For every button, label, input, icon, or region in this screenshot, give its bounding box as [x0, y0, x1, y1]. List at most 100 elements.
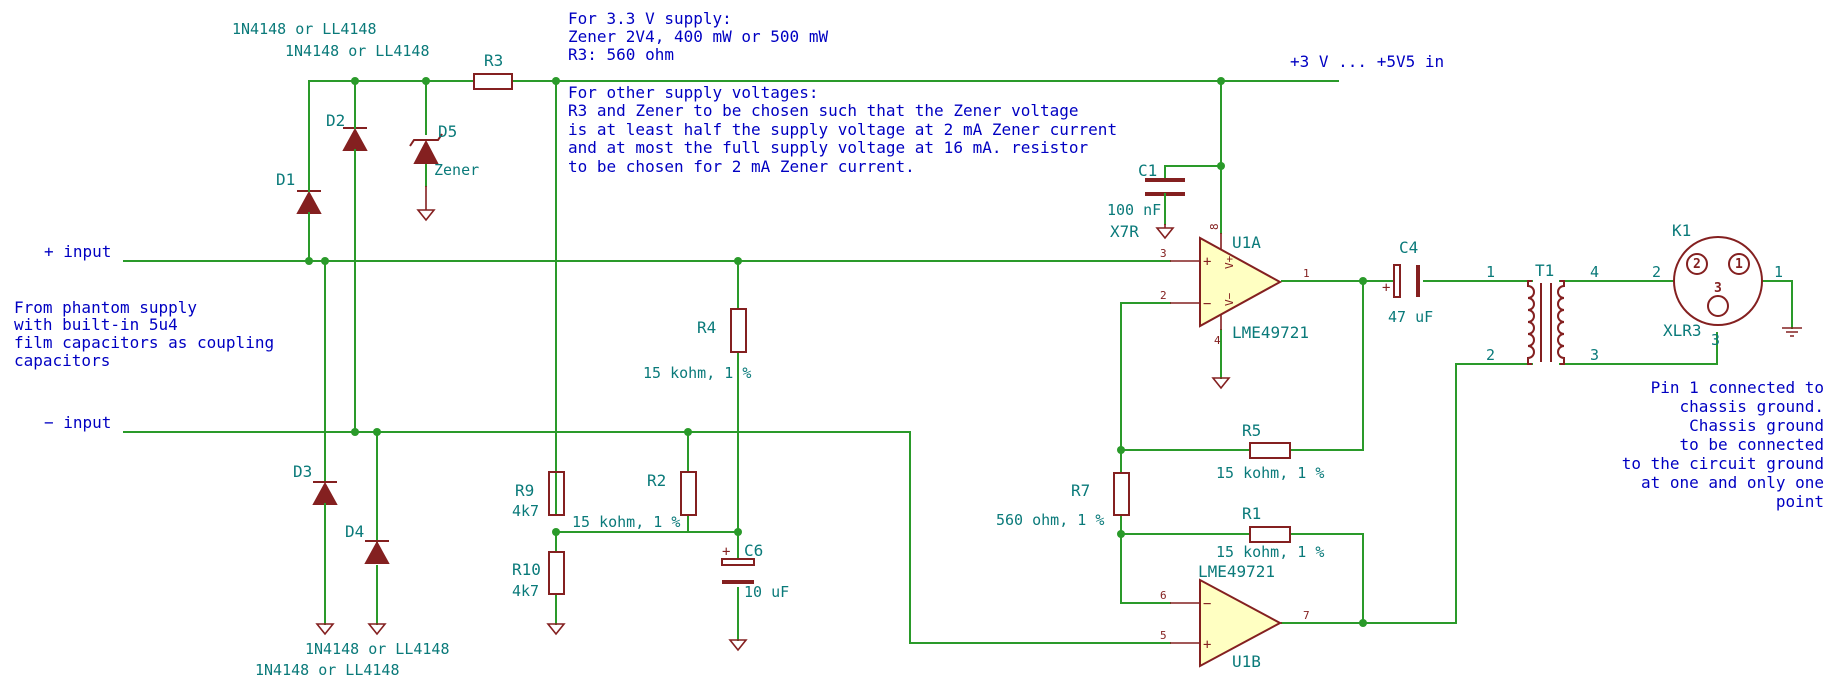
u1a-pin-8: 8 — [1208, 223, 1221, 230]
resistor-r3[interactable]: R3 — [473, 51, 513, 90]
note-line: at one and only one — [1641, 473, 1824, 492]
diode-d4[interactable]: D4 1N4148 or LL4148 — [255, 522, 400, 679]
c4-plus: + — [1382, 280, 1390, 296]
u1b-ref: U1B — [1232, 652, 1261, 671]
note-line: Zener 2V4, 400 mW or 500 mW — [568, 27, 828, 46]
k1-pin-1: 1 — [1774, 263, 1783, 281]
r5-ref: R5 — [1242, 421, 1261, 440]
ground-icon — [367, 623, 387, 636]
ground-icon — [1155, 224, 1175, 240]
u1a-pin-3: 3 — [1160, 247, 1167, 260]
r10-value: 4k7 — [512, 582, 539, 600]
d4-value: 1N4148 or LL4148 — [255, 661, 400, 679]
ground-icon — [416, 186, 436, 222]
note-other-voltages: For other supply voltages: R3 and Zener … — [568, 83, 1117, 176]
note-line: is at least half the supply voltage at 2… — [568, 120, 1117, 139]
u1a-plus-sign: + — [1203, 254, 1211, 270]
c1-dielectric: X7R — [1110, 222, 1139, 241]
u1a-pin-2: 2 — [1160, 289, 1167, 302]
d5-ref: D5 — [438, 122, 457, 141]
d3-ref: D3 — [293, 462, 312, 481]
note-line: film capacitors as coupling — [14, 333, 274, 352]
ground-symbols — [315, 186, 1802, 652]
r4-ref: R4 — [697, 318, 716, 337]
u1a-vplus: V+ — [1223, 255, 1236, 269]
diode-d2[interactable]: D2 1N4148 or LL4148 — [285, 42, 430, 161]
note-line: R3 and Zener to be chosen such that the … — [568, 101, 1079, 120]
note-line: to be connected — [1680, 435, 1825, 454]
u1b-pin-6: 6 — [1160, 589, 1167, 602]
note-pin1: Pin 1 connected to chassis ground. Chass… — [1622, 378, 1824, 511]
r1-value: 15 kohm, 1 % — [1216, 543, 1324, 561]
note-line: Chassis ground — [1689, 416, 1824, 435]
junctions — [305, 77, 1367, 627]
resistor-r1[interactable]: R1 15 kohm, 1 % — [1216, 504, 1324, 561]
net-label-plus-input: + input — [44, 242, 111, 261]
t1-pin-2: 2 — [1486, 346, 1495, 364]
c6-value: 10 uF — [744, 583, 789, 601]
r2-value: 15 kohm, 1 % — [572, 513, 680, 531]
d1-ref: D1 — [276, 170, 295, 189]
note-supply-3v3: For 3.3 V supply: Zener 2V4, 400 mW or 5… — [568, 9, 828, 64]
capacitor-c1[interactable]: C1 100 nF X7R — [1107, 161, 1185, 241]
u1b-value: LME49721 — [1198, 562, 1275, 581]
diode-d3[interactable]: D3 1N4148 or LL4148 — [293, 462, 450, 658]
r5-value: 15 kohm, 1 % — [1216, 464, 1324, 482]
c1-ref: C1 — [1138, 161, 1157, 180]
k1-pin-2: 2 — [1652, 263, 1661, 281]
k1-pin-3: 3 — [1711, 331, 1720, 349]
resistor-r7[interactable]: R7 560 ohm, 1 % — [996, 472, 1130, 529]
opamp-u1b[interactable]: − + 6 5 7 LME49721 U1B — [1160, 562, 1310, 671]
k1-value: XLR3 — [1663, 321, 1702, 340]
note-phantom: From phantom supply with built-in 5u4 fi… — [14, 298, 274, 370]
chassis-ground-icon — [1782, 327, 1802, 337]
r4-value: 15 kohm, 1 % — [643, 364, 751, 382]
capacitor-c4[interactable]: + C4 47 uF — [1382, 238, 1433, 326]
note-line: and at most the full supply voltage at 1… — [568, 138, 1089, 157]
resistor-r5[interactable]: R5 15 kohm, 1 % — [1216, 421, 1324, 482]
resistor-r9[interactable]: R9 4k7 — [512, 471, 565, 520]
connector-k1[interactable]: 2 1 3 2 1 3 K1 XLR3 — [1652, 221, 1783, 349]
transformer-t1[interactable]: T1 1 2 4 3 — [1486, 261, 1599, 365]
d2-value: 1N4148 or LL4148 — [285, 42, 430, 60]
u1a-pin-1: 1 — [1303, 267, 1310, 280]
note-line: For 3.3 V supply: — [568, 9, 732, 28]
zener-d5[interactable]: D5 Zener — [409, 122, 479, 179]
ground-icon — [728, 639, 748, 652]
t1-pin-1: 1 — [1486, 263, 1495, 281]
net-label-minus-input: − input — [44, 413, 111, 432]
note-line: to the circuit ground — [1622, 454, 1824, 473]
u1a-value: LME49721 — [1232, 323, 1309, 342]
k1-pin-3-label: 3 — [1714, 281, 1722, 296]
r7-ref: R7 — [1071, 481, 1090, 500]
r10-ref: R10 — [512, 560, 541, 579]
note-line: point — [1776, 492, 1824, 511]
capacitor-c6[interactable]: + C6 10 uF — [721, 541, 789, 601]
u1b-minus-sign: − — [1203, 596, 1211, 612]
note-line: Pin 1 connected to — [1651, 378, 1824, 397]
resistor-r10[interactable]: R10 4k7 — [512, 551, 565, 600]
k1-pin-1-label: 1 — [1735, 257, 1743, 272]
note-line: with built-in 5u4 — [14, 315, 178, 334]
t1-pin-3: 3 — [1590, 346, 1599, 364]
diode-d1[interactable]: D1 1N4148 or LL4148 — [232, 20, 377, 216]
d4-ref: D4 — [345, 522, 364, 541]
u1b-plus-sign: + — [1203, 637, 1211, 653]
note-line: chassis ground. — [1680, 397, 1825, 416]
note-line: capacitors — [14, 351, 110, 370]
note-line: For other supply voltages: — [568, 83, 818, 102]
u1b-pin-5: 5 — [1160, 629, 1167, 642]
r2-ref: R2 — [647, 471, 666, 490]
u1a-ref: U1A — [1232, 233, 1261, 252]
resistor-r2[interactable]: R2 15 kohm, 1 % — [572, 471, 697, 531]
resistor-r4[interactable]: R4 15 kohm, 1 % — [643, 308, 751, 382]
wires — [123, 80, 1793, 644]
u1b-pin-7: 7 — [1303, 609, 1310, 622]
note-line: to be chosen for 2 mA Zener current. — [568, 157, 915, 176]
d2-ref: D2 — [326, 111, 345, 130]
r9-ref: R9 — [515, 481, 534, 500]
t1-ref: T1 — [1535, 261, 1554, 280]
opamp-u1a[interactable]: + − 3 2 1 8 4 V+ V− U1A LME49721 — [1160, 223, 1310, 347]
c4-value: 47 uF — [1388, 308, 1433, 326]
